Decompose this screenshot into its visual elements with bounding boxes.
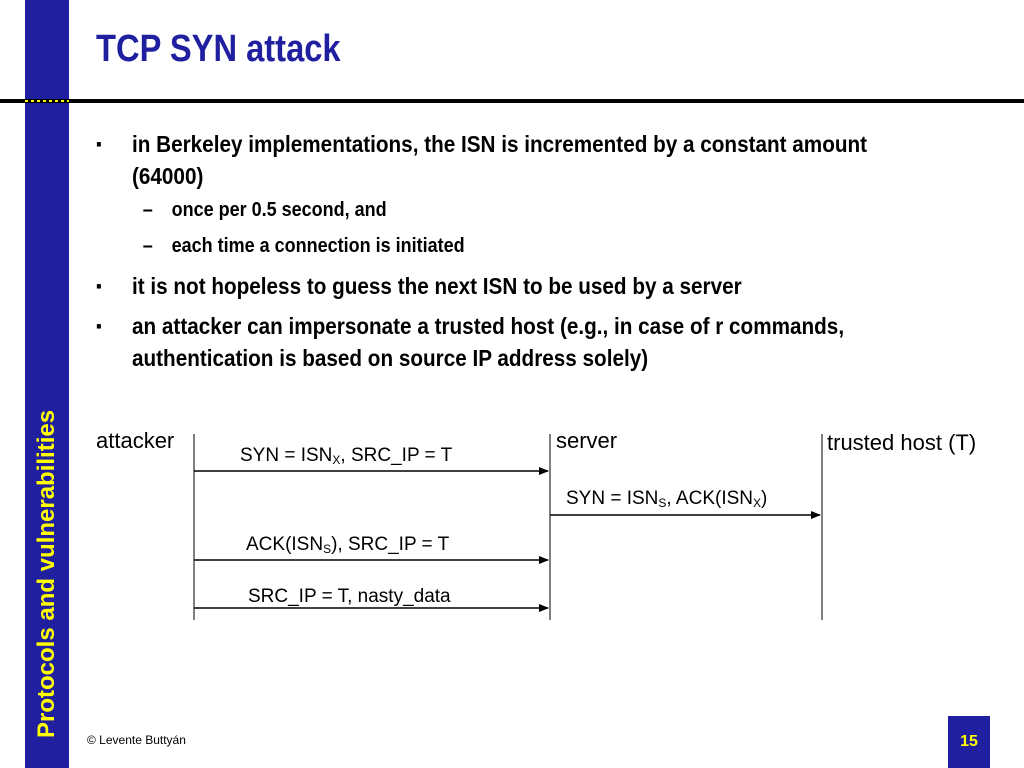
sub-bullet-item-1: – once per 0.5 second, and [96, 196, 1024, 224]
trusted-host-label: trusted host (T) [827, 430, 977, 455]
bullet-marker: ▪ [96, 276, 102, 296]
bullet-text: an attacker can impersonate a trusted ho… [132, 313, 845, 339]
message-3-label: ACK(ISNS), SRC_IP = T [246, 534, 450, 556]
sub-bullet-marker: – [142, 199, 153, 221]
sidebar-band [25, 0, 69, 768]
title-rule-dots [25, 100, 69, 102]
bullet-text: (64000) [132, 163, 204, 189]
title-rule [0, 99, 1024, 103]
bullet-text: it is not hopeless to guess the next ISN… [132, 273, 742, 299]
attacker-label: attacker [96, 428, 175, 453]
bullet-marker: ▪ [96, 316, 102, 336]
bullet-item-3: ▪ an attacker can impersonate a trusted … [96, 310, 1024, 374]
bullet-text: authentication is based on source IP add… [132, 345, 649, 371]
page-number: 15 [948, 716, 990, 768]
sub-bullet-text: once per 0.5 second, and [171, 199, 387, 221]
sub-bullet-item-2: – each time a connection is initiated [96, 232, 1024, 260]
sub-bullet-text: each time a connection is initiated [171, 235, 465, 257]
message-2-label: SYN = ISNS, ACK(ISNX) [566, 488, 768, 510]
message-1-label: SYN = ISNX, SRC_IP = T [240, 445, 453, 467]
server-label: server [556, 428, 618, 453]
bullet-marker: ▪ [96, 134, 102, 154]
footer-copyright: © Levente Buttyán [87, 733, 186, 747]
sub-bullet-marker: – [142, 235, 153, 257]
bullet-item-1: ▪ in Berkeley implementations, the ISN i… [96, 128, 1024, 192]
message-4-label: SRC_IP = T, nasty_data [248, 586, 451, 607]
bullet-item-2: ▪ it is not hopeless to guess the next I… [96, 270, 1024, 302]
bullet-text: in Berkeley implementations, the ISN is … [132, 131, 868, 157]
slide-title: TCP SYN attack [96, 28, 341, 70]
bullet-list: ▪ in Berkeley implementations, the ISN i… [96, 128, 996, 374]
